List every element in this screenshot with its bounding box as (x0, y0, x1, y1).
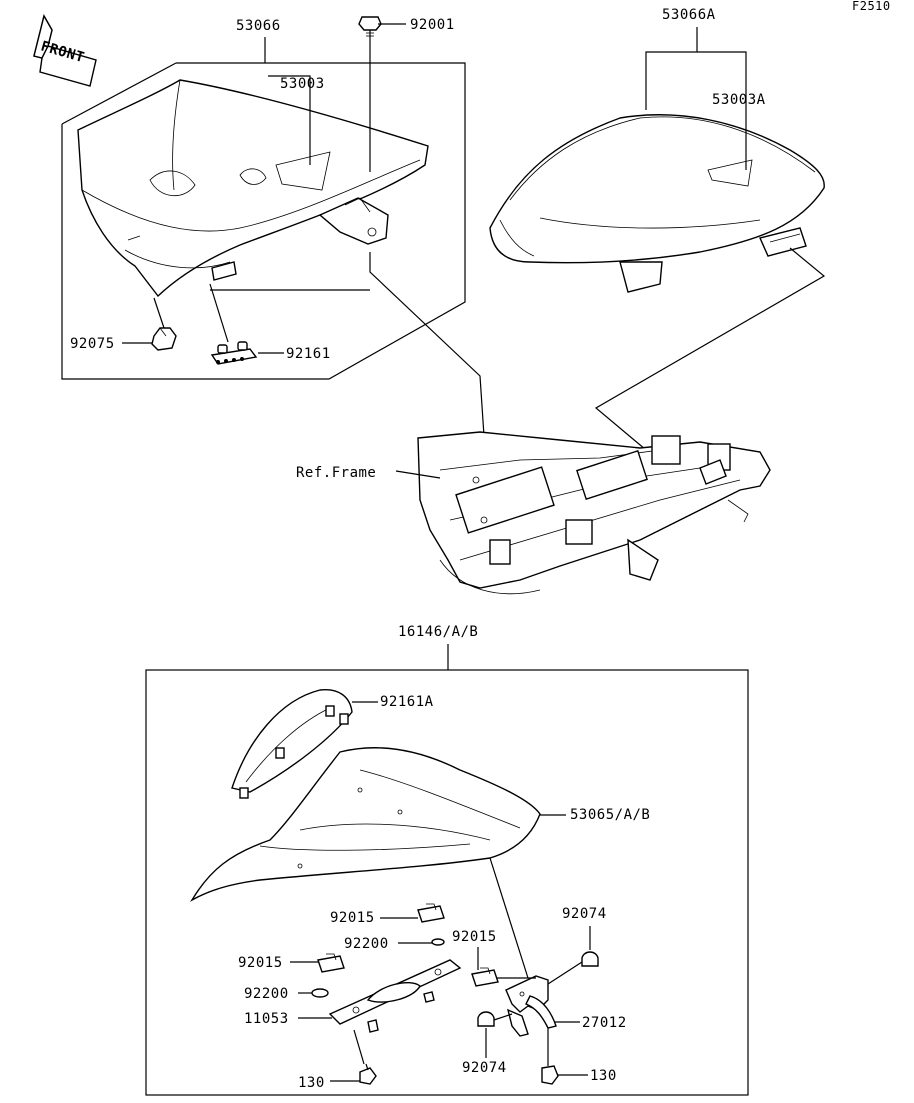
label-92074-b: 92074 (462, 1060, 507, 1076)
bolt-130-a (353, 1029, 377, 1085)
label-130-b: 130 (590, 1068, 617, 1084)
cap-92074-b (477, 1011, 495, 1027)
bracket-27012 (496, 975, 557, 1037)
label-92161: 92161 (286, 346, 331, 362)
pillion-seat (489, 114, 825, 264)
figure-code: F2510 (852, 0, 891, 13)
label-53066A: 53066A (662, 7, 716, 23)
label-92200-a: 92200 (344, 936, 389, 952)
washer-92200-a (431, 938, 445, 946)
bracket-11053 (328, 959, 462, 1033)
nut-92015-a (417, 903, 445, 923)
label-ref-frame: Ref.Frame (296, 465, 376, 481)
label-11053: 11053 (244, 1011, 289, 1027)
nut-92015-b (317, 953, 345, 973)
label-27012: 27012 (582, 1015, 627, 1031)
label-53003: 53003 (280, 76, 325, 92)
label-92001: 92001 (410, 17, 455, 33)
frame-reference (417, 431, 771, 595)
label-130-a: 130 (298, 1075, 325, 1091)
rider-seat-group (61, 62, 466, 380)
damper-92161 (210, 341, 258, 365)
rubber-92075 (151, 327, 177, 351)
seat-cowl-53065 (190, 747, 541, 902)
label-92161A: 92161A (380, 694, 434, 710)
label-16146: 16146/A/B (398, 624, 478, 640)
label-92015-c: 92015 (452, 929, 497, 945)
label-53065: 53065/A/B (570, 807, 650, 823)
cap-92074-a (581, 951, 599, 967)
pillion-seat-group (489, 114, 825, 293)
label-92075: 92075 (70, 336, 115, 352)
rider-seat (77, 79, 429, 298)
label-92074-a: 92074 (562, 906, 607, 922)
bolt-130-b (541, 1028, 559, 1085)
pad-92161A (231, 689, 353, 799)
label-53003A: 53003A (712, 92, 766, 108)
nut-92015-c (471, 967, 499, 987)
label-92015-a: 92015 (330, 910, 375, 926)
option-box (145, 669, 749, 1096)
label-92015-b: 92015 (238, 955, 283, 971)
label-92200-b: 92200 (244, 986, 289, 1002)
front-arrow-icon: FRONT (33, 14, 97, 87)
bolt-92001 (358, 16, 406, 172)
washer-92200-b (311, 988, 329, 998)
label-53066: 53066 (236, 18, 281, 34)
